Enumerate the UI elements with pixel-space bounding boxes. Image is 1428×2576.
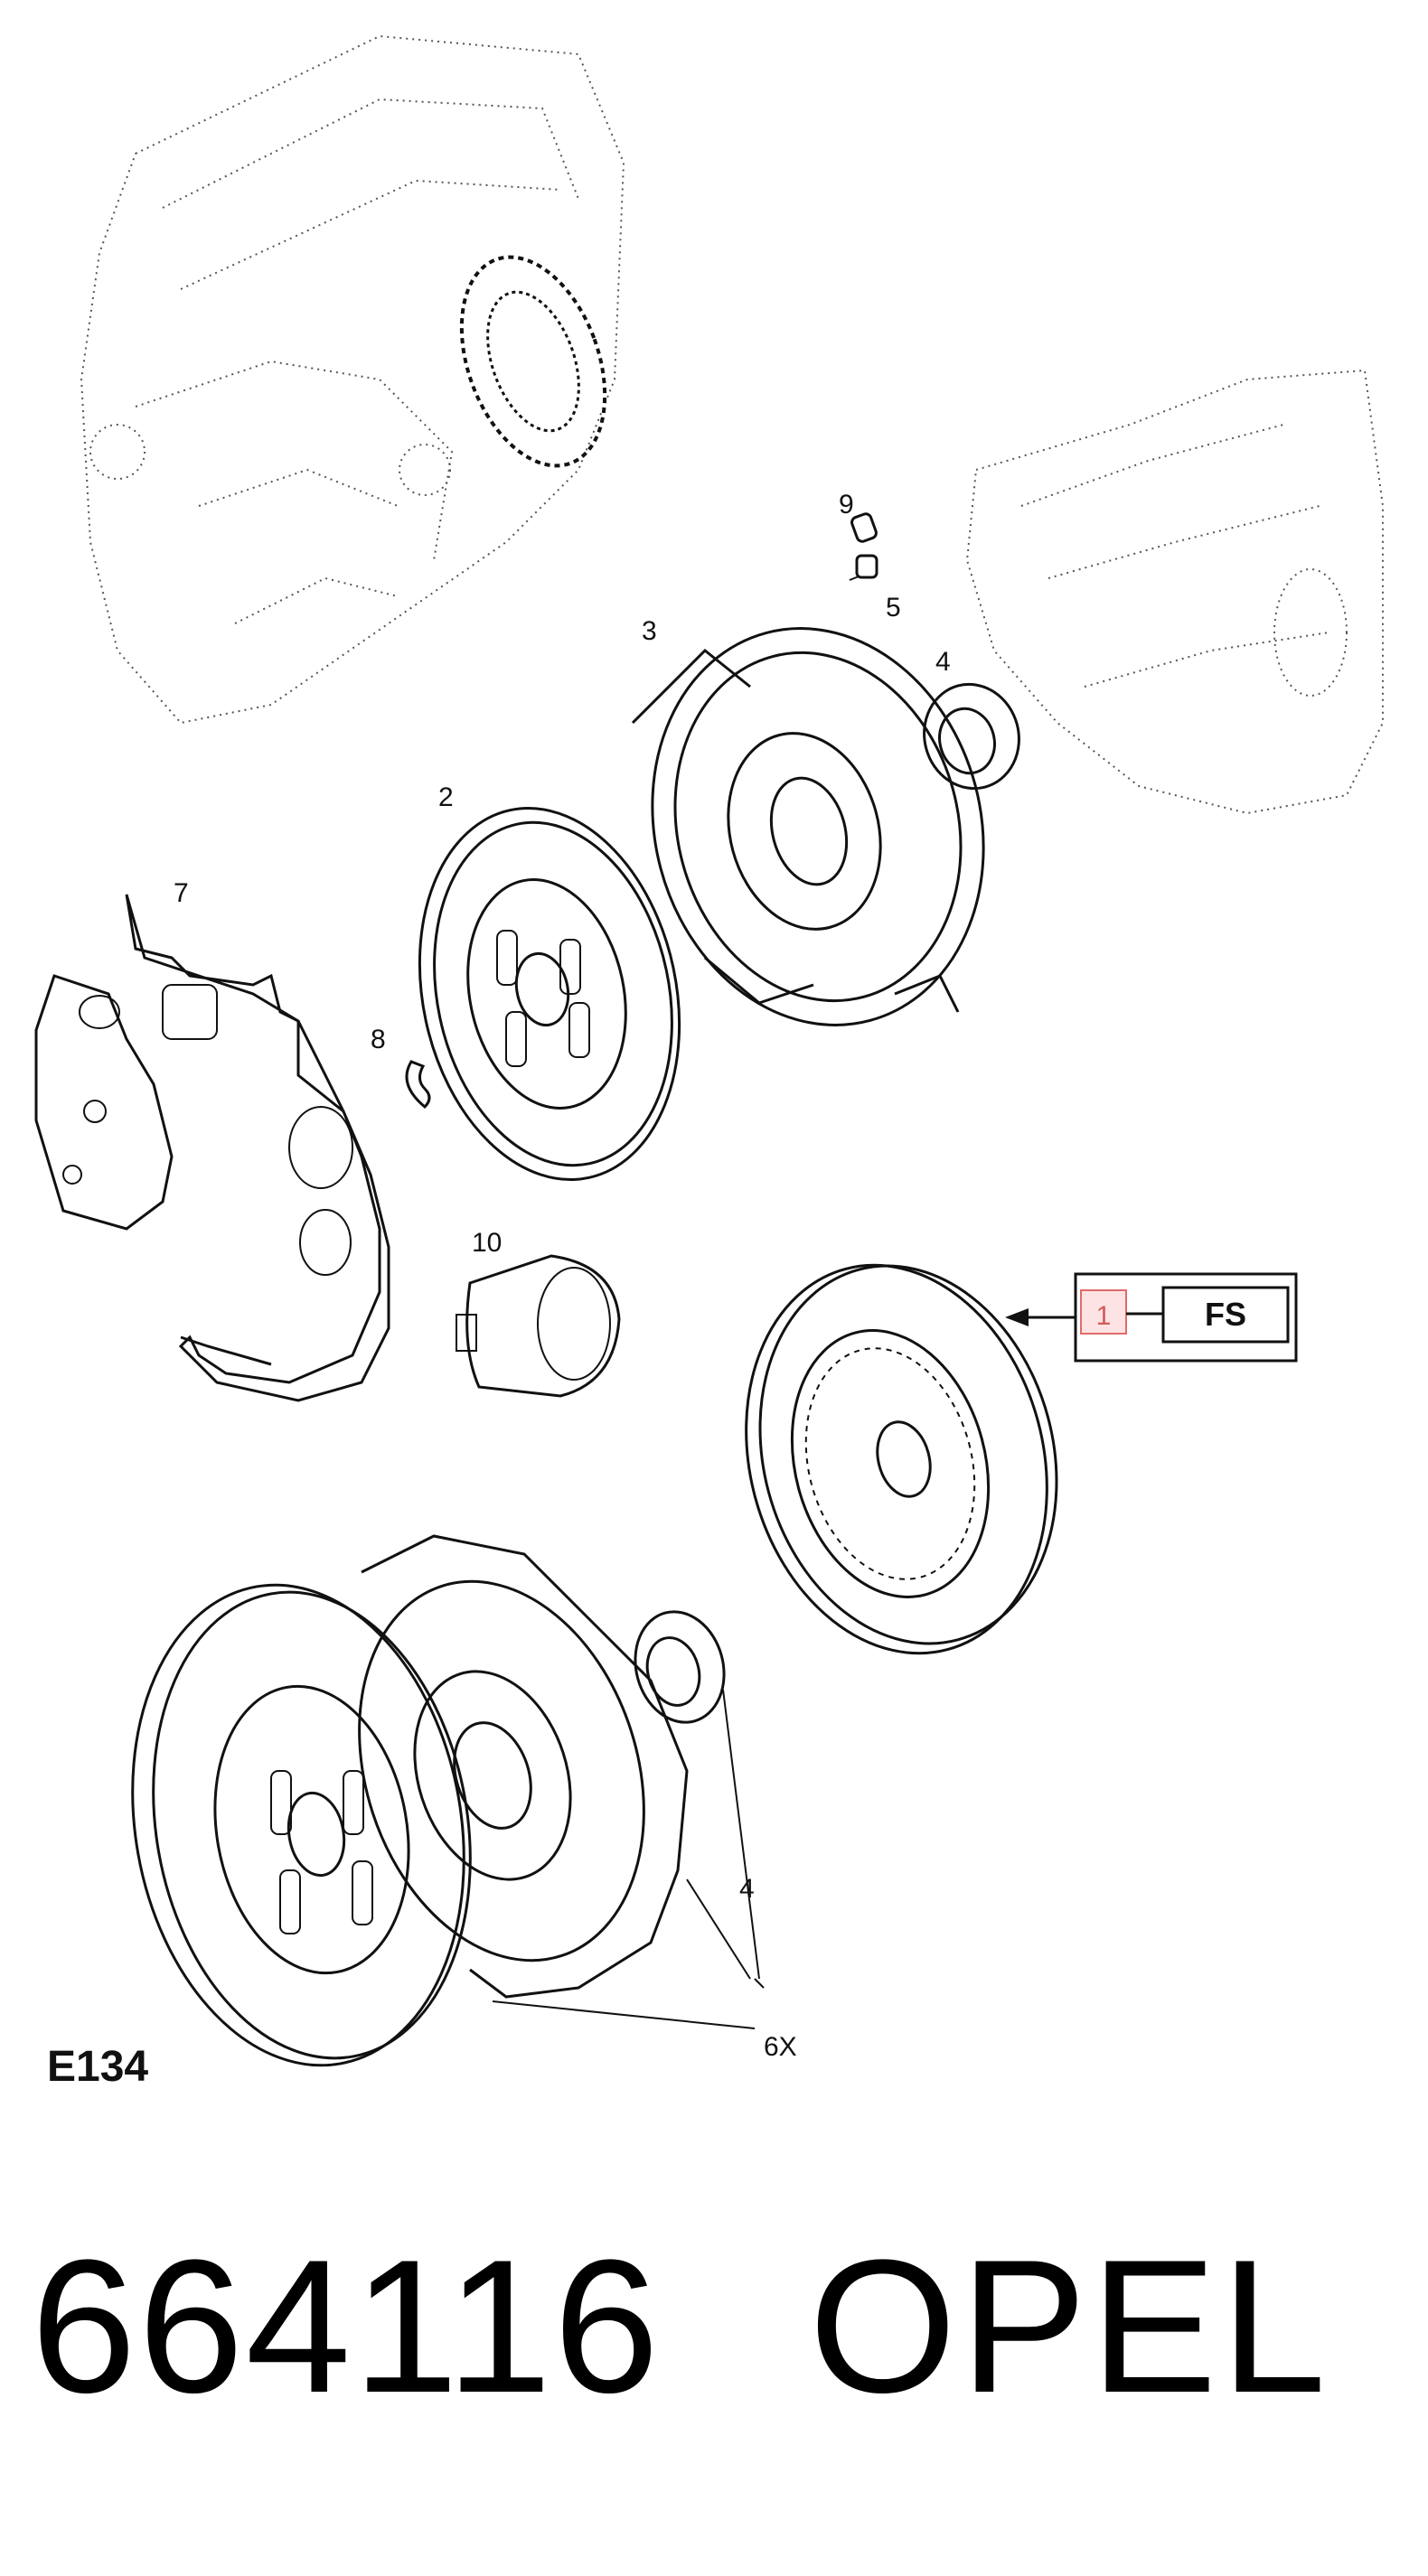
part-number: 664116 [31, 2220, 662, 2432]
bearing-sleeve-part-10 [456, 1254, 621, 1398]
bolt-part-5 [849, 554, 878, 581]
legend-box: 1 FS [1074, 1272, 1298, 1363]
bolt-part-9 [850, 512, 878, 543]
legend-number: 1 [1096, 1301, 1112, 1331]
callout-8: 8 [371, 1025, 386, 1054]
engine-block-drawing [80, 34, 625, 725]
callout-4-top: 4 [935, 647, 951, 677]
callout-10: 10 [472, 1228, 502, 1258]
callout-6x: 6X [764, 2032, 797, 2062]
clutch-disc-part-2 [418, 806, 681, 1182]
callout-5: 5 [886, 593, 901, 623]
callout-4-bottom: 4 [739, 1874, 755, 1904]
callout-3: 3 [642, 616, 657, 646]
flywheel-part-1 [745, 1263, 1058, 1655]
figure-code: E134 [47, 2043, 149, 2091]
callout-2: 2 [438, 782, 454, 812]
cover-plate-part-7 [34, 894, 390, 1402]
callout-9: 9 [839, 490, 854, 520]
release-bearing-part-4 [923, 682, 1020, 791]
ring-part-8 [405, 1060, 431, 1110]
pressure-plate-part-3 [631, 627, 985, 1026]
legend-code: FS [1205, 1296, 1246, 1333]
arrow-head-icon [1005, 1308, 1029, 1326]
callout-7: 7 [174, 878, 189, 908]
brand-name: OPEL [809, 2220, 1330, 2432]
transmission-housing-drawing [965, 369, 1384, 815]
clutch-kit-assembly [131, 1534, 765, 2067]
